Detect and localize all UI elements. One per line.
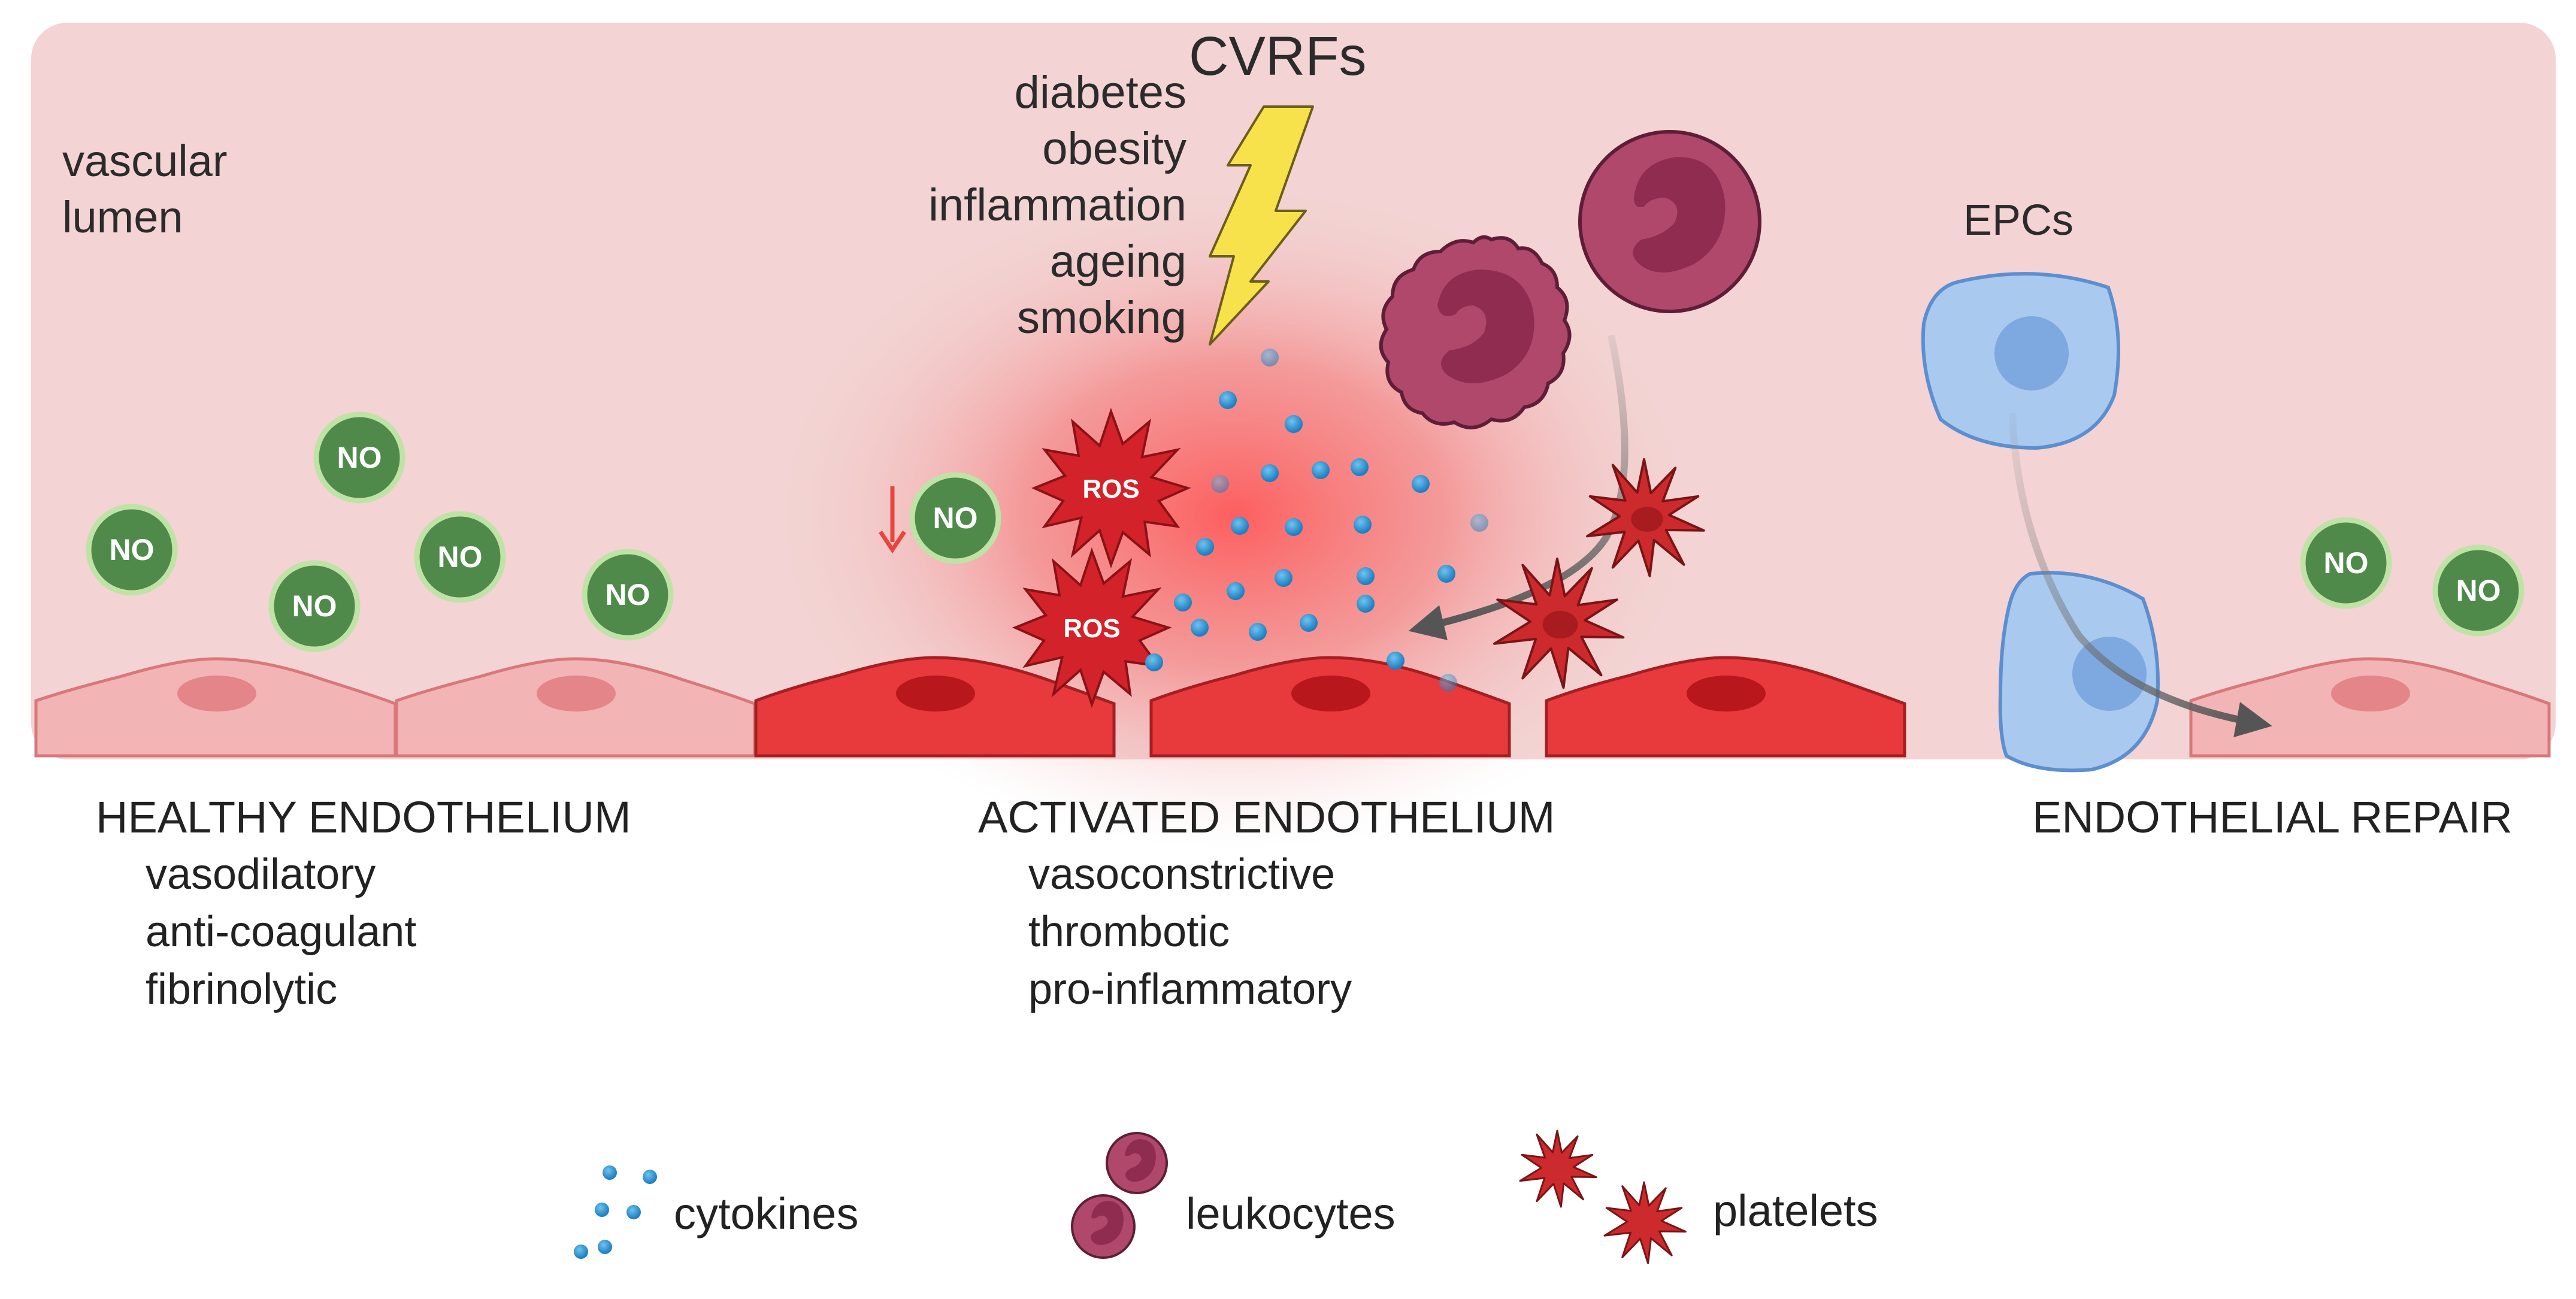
- cytokine: [1357, 595, 1375, 613]
- cytokine: [1219, 391, 1237, 409]
- activated-property: vasoconstrictive: [1028, 850, 1336, 898]
- cytokine: [1285, 518, 1303, 536]
- cytokine: [1231, 517, 1249, 535]
- cytokine: [1357, 567, 1375, 585]
- no-label: NO: [438, 540, 483, 574]
- leukocyte: [1379, 235, 1572, 429]
- epcs-label: EPCs: [1963, 196, 2074, 244]
- cytokine: [1211, 475, 1229, 493]
- no-label: NO: [110, 533, 155, 567]
- cytokine: [1439, 674, 1457, 692]
- no-molecule: NO: [2432, 544, 2524, 637]
- legend-platelets-icon: [1519, 1130, 1687, 1264]
- leukocyte: [1578, 130, 1761, 313]
- lightning-bolt-icon: [1209, 105, 1314, 346]
- no-molecule: NO: [909, 472, 1001, 564]
- no-molecule: NO: [582, 549, 674, 641]
- ros-burst: ROS: [1012, 547, 1172, 708]
- activated-endothelial-cell: [1149, 656, 1511, 758]
- cytokine: [1285, 415, 1303, 433]
- cytokine: [1470, 514, 1488, 532]
- cytokine: [1174, 594, 1192, 611]
- cytokine: [1354, 516, 1372, 534]
- healthy-endothelial-cell: [34, 657, 397, 758]
- no-molecule: NO: [268, 560, 361, 652]
- no-label: NO: [337, 441, 382, 474]
- legend-cytokines-label: cytokines: [674, 1189, 859, 1239]
- no-label: NO: [2324, 546, 2369, 580]
- risk-factor-item: inflammation: [928, 180, 1186, 231]
- cytokine: [1312, 461, 1330, 479]
- cytokine: [1412, 475, 1430, 493]
- healthy-section-title: HEALTHY ENDOTHELIUM: [96, 792, 631, 842]
- legend-platelets-label: platelets: [1713, 1186, 1878, 1236]
- activated-endothelial-cell: [1545, 656, 1906, 758]
- repaired-endothelial-cell: [2189, 657, 2551, 758]
- cytokine: [1196, 538, 1214, 556]
- activated-properties-list: vasoconstrictive thrombotic pro-inflamma…: [1028, 846, 1352, 1018]
- vascular-lumen-label-line1: vascular: [62, 136, 228, 186]
- decrease-arrow-icon: [879, 486, 906, 554]
- activated-property: thrombotic: [1028, 908, 1230, 956]
- cytokine: [1387, 652, 1404, 670]
- cytokine: [1261, 349, 1279, 367]
- ros-label: ROS: [1063, 614, 1120, 643]
- repair-section-title: ENDOTHELIAL REPAIR: [2032, 792, 2513, 842]
- activated-endothelial-cell: [754, 656, 1116, 758]
- risk-factor-item: diabetes: [1014, 67, 1186, 118]
- activated-section-title: ACTIVATED ENDOTHELIUM: [978, 792, 1555, 842]
- legend-cytokines-icon: [574, 1165, 657, 1259]
- risk-factor-item: ageing: [1049, 236, 1186, 287]
- epc-cell: [1998, 571, 2160, 773]
- no-label: NO: [292, 589, 337, 623]
- cytokine: [1275, 569, 1292, 587]
- healthy-properties-list: vasodilatory anti-coagulant fibrinolytic: [146, 846, 416, 1018]
- epc-cell: [1921, 272, 2120, 450]
- platelet: [1493, 558, 1625, 689]
- activated-property: pro-inflammatory: [1028, 965, 1352, 1013]
- platelet: [1586, 458, 1705, 577]
- healthy-endothelial-cell: [395, 657, 756, 758]
- healthy-property: anti-coagulant: [146, 908, 417, 956]
- no-molecule: NO: [414, 511, 506, 603]
- no-molecule: NO: [313, 411, 405, 504]
- cytokine: [1191, 619, 1209, 637]
- ros-label: ROS: [1082, 474, 1139, 504]
- cytokine: [1145, 653, 1163, 671]
- risk-factor-list: diabetes obesity inflammation ageing smo…: [928, 65, 1186, 346]
- legend-leukocytes-icon: [1071, 1132, 1168, 1259]
- no-molecule: NO: [2300, 517, 2392, 609]
- ros-burst: ROS: [1031, 407, 1191, 569]
- cytokine: [1300, 614, 1318, 632]
- cytokine: [1437, 565, 1455, 583]
- healthy-property: fibrinolytic: [146, 965, 338, 1013]
- no-molecule: NO: [86, 504, 178, 596]
- no-label: NO: [933, 501, 978, 535]
- epc-homing-arrow: [2009, 413, 2272, 738]
- cytokine: [1227, 582, 1245, 600]
- no-label: NO: [2456, 574, 2501, 607]
- cvrf-title: CVRFs: [1189, 26, 1367, 87]
- healthy-property: vasodilatory: [146, 850, 376, 898]
- cytokine: [1351, 458, 1369, 476]
- no-label: NO: [606, 578, 650, 611]
- legend-leukocytes-label: leukocytes: [1186, 1189, 1396, 1239]
- vascular-lumen-label: vascular lumen: [62, 133, 228, 246]
- cytokine: [1249, 623, 1267, 641]
- risk-factor-item: obesity: [1042, 123, 1186, 174]
- vascular-lumen-label-line2: lumen: [62, 192, 183, 242]
- cytokine: [1261, 464, 1279, 482]
- risk-factor-item: smoking: [1017, 292, 1186, 343]
